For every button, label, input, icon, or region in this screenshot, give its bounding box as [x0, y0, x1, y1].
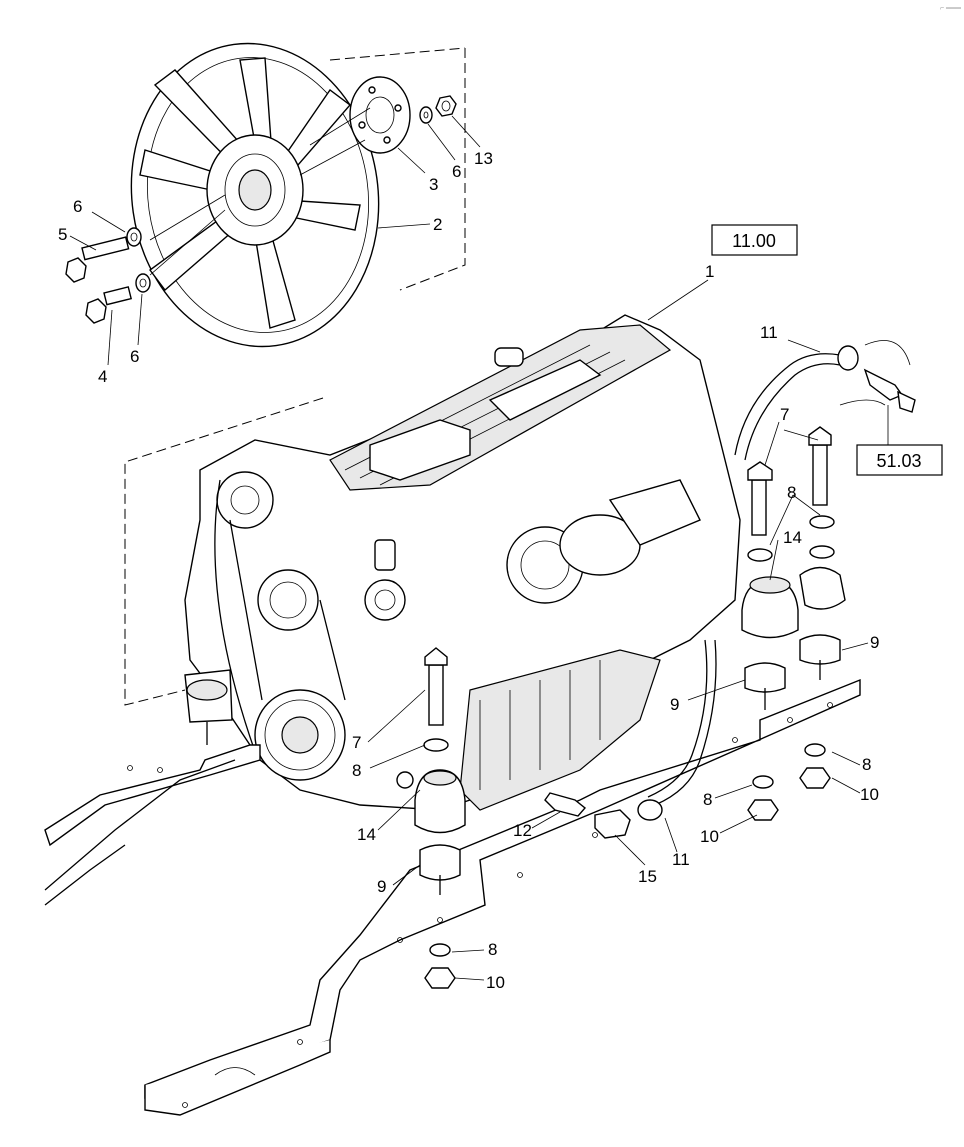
callout-14b: 14 — [357, 825, 376, 844]
ref-label-11-00: 11.00 — [732, 231, 776, 251]
callout-8e: 8 — [488, 940, 497, 959]
callout-14a: 14 — [783, 528, 802, 547]
callout-8b: 8 — [352, 761, 361, 780]
callout-4: 4 — [98, 367, 107, 386]
frame-rails — [44, 678, 861, 1116]
bolt-5 — [65, 236, 130, 283]
callout-11b: 11 — [672, 850, 690, 869]
callout-15: 15 — [638, 867, 657, 886]
callout-5: 5 — [58, 225, 67, 244]
fan-assembly — [65, 42, 466, 348]
leader-lines — [69, 115, 889, 981]
alternator — [216, 471, 274, 529]
callout-labels: 1 2 3 4 5 6 6 6 13 11 7 8 14 9 9 7 8 14 … — [58, 149, 879, 992]
callout-9a: 9 — [870, 633, 879, 652]
callout-10a: 10 — [860, 785, 879, 804]
fan-drive-pulley — [257, 569, 319, 631]
washer-6a — [126, 227, 142, 247]
bolt-7a — [751, 479, 767, 536]
corner-mark: ⌐ ═══ — [940, 5, 961, 12]
callout-11a: 11 — [760, 323, 778, 342]
bolt-4 — [85, 286, 133, 324]
bolt-7b — [812, 444, 828, 506]
mount-14b — [799, 566, 846, 610]
callout-7a: 7 — [780, 405, 789, 424]
washer — [419, 106, 433, 124]
callout-10c: 10 — [486, 973, 505, 992]
reference-box-51-03[interactable]: 51.03 — [856, 444, 943, 476]
reference-box-11-00[interactable]: 11.00 — [711, 224, 798, 256]
callout-13: 13 — [474, 149, 493, 168]
callout-6a: 6 — [73, 197, 82, 216]
front-mount — [414, 647, 466, 989]
washer-6c — [135, 273, 151, 293]
callout-8c: 8 — [862, 755, 871, 774]
callout-2: 2 — [433, 215, 442, 234]
callout-9b: 9 — [670, 695, 679, 714]
callout-6c: 6 — [452, 162, 461, 181]
callout-12: 12 — [513, 821, 532, 840]
bolt-7c — [428, 664, 444, 726]
callout-8d: 8 — [703, 790, 712, 809]
callout-7b: 7 — [352, 733, 361, 752]
callout-6b: 6 — [130, 347, 139, 366]
ref-label-51-03: 51.03 — [876, 451, 921, 471]
callout-10b: 10 — [700, 827, 719, 846]
callout-8a: 8 — [787, 483, 796, 502]
spacer-plate — [349, 76, 411, 154]
nut — [435, 95, 457, 117]
callout-3: 3 — [429, 175, 438, 194]
engine — [124, 314, 741, 811]
right-mounts — [741, 426, 846, 821]
hose-assembly — [544, 340, 916, 839]
callout-1: 1 — [705, 262, 714, 281]
callout-9c: 9 — [377, 877, 386, 896]
